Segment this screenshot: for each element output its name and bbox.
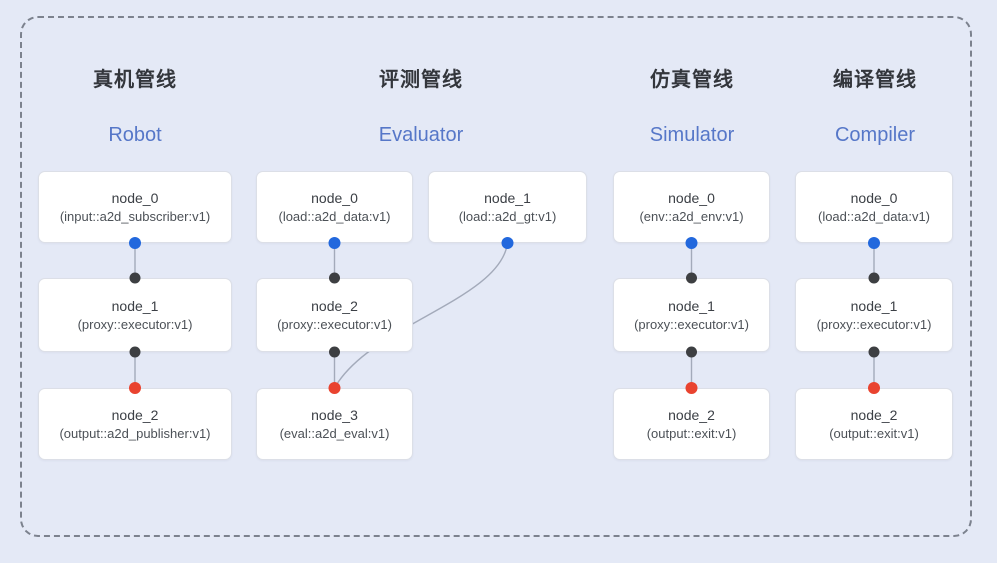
node-title: node_0 — [311, 190, 358, 206]
node-type: (load::a2d_gt:v1) — [458, 209, 557, 224]
header-en-evaluator: Evaluator — [378, 124, 464, 146]
node-type: (output::exit:v1) — [829, 426, 919, 441]
node-type: (proxy::executor:v1) — [77, 317, 193, 332]
header-en-simulator: Simulator — [649, 124, 735, 146]
node-robot-1[interactable]: node_1 (proxy::executor:v1) — [38, 278, 232, 352]
node-type: (input::a2d_subscriber:v1) — [59, 209, 211, 224]
node-evaluator-1[interactable]: node_1 (load::a2d_gt:v1) — [428, 171, 587, 243]
node-title: node_2 — [850, 407, 898, 423]
node-compiler-2[interactable]: node_2 (output::exit:v1) — [795, 388, 953, 460]
node-robot-2[interactable]: node_2 (output::a2d_publisher:v1) — [38, 388, 232, 460]
node-title: node_2 — [668, 407, 715, 423]
dashed-frame — [20, 16, 972, 537]
node-compiler-1[interactable]: node_1 (proxy::executor:v1) — [795, 278, 953, 352]
node-evaluator-0[interactable]: node_0 (load::a2d_data:v1) — [256, 171, 413, 243]
node-title: node_3 — [311, 407, 358, 423]
node-simulator-1[interactable]: node_1 (proxy::executor:v1) — [613, 278, 770, 352]
node-type: (proxy::executor:v1) — [816, 317, 932, 332]
node-title: node_0 — [850, 190, 898, 206]
header-zh-evaluator: 评测管线 — [379, 69, 463, 91]
node-compiler-0[interactable]: node_0 (load::a2d_data:v1) — [795, 171, 953, 243]
node-type: (env::a2d_env:v1) — [639, 209, 744, 224]
node-title: node_2 — [111, 407, 159, 423]
node-simulator-2[interactable]: node_2 (output::exit:v1) — [613, 388, 770, 460]
node-evaluator-2[interactable]: node_2 (proxy::executor:v1) — [256, 278, 413, 352]
node-type: (output::a2d_publisher:v1) — [59, 426, 211, 441]
node-title: node_0 — [111, 190, 159, 206]
node-title: node_1 — [484, 190, 531, 206]
header-en-compiler: Compiler — [834, 124, 916, 146]
node-type: (load::a2d_data:v1) — [278, 209, 391, 224]
header-en-robot: Robot — [108, 124, 162, 146]
node-title: node_2 — [311, 298, 358, 314]
node-title: node_1 — [111, 298, 159, 314]
node-type: (proxy::executor:v1) — [634, 317, 749, 332]
node-type: (output::exit:v1) — [646, 426, 737, 441]
node-title: node_0 — [668, 190, 715, 206]
node-type: (eval::a2d_eval:v1) — [279, 426, 390, 441]
node-type: (proxy::executor:v1) — [277, 317, 392, 332]
header-zh-compiler: 编译管线 — [833, 69, 917, 91]
node-title: node_1 — [668, 298, 715, 314]
header-zh-simulator: 仿真管线 — [650, 69, 734, 91]
node-evaluator-3[interactable]: node_3 (eval::a2d_eval:v1) — [256, 388, 413, 460]
node-title: node_1 — [850, 298, 898, 314]
node-robot-0[interactable]: node_0 (input::a2d_subscriber:v1) — [38, 171, 232, 243]
node-type: (load::a2d_data:v1) — [817, 209, 931, 224]
header-zh-robot: 真机管线 — [93, 69, 177, 91]
node-simulator-0[interactable]: node_0 (env::a2d_env:v1) — [613, 171, 770, 243]
